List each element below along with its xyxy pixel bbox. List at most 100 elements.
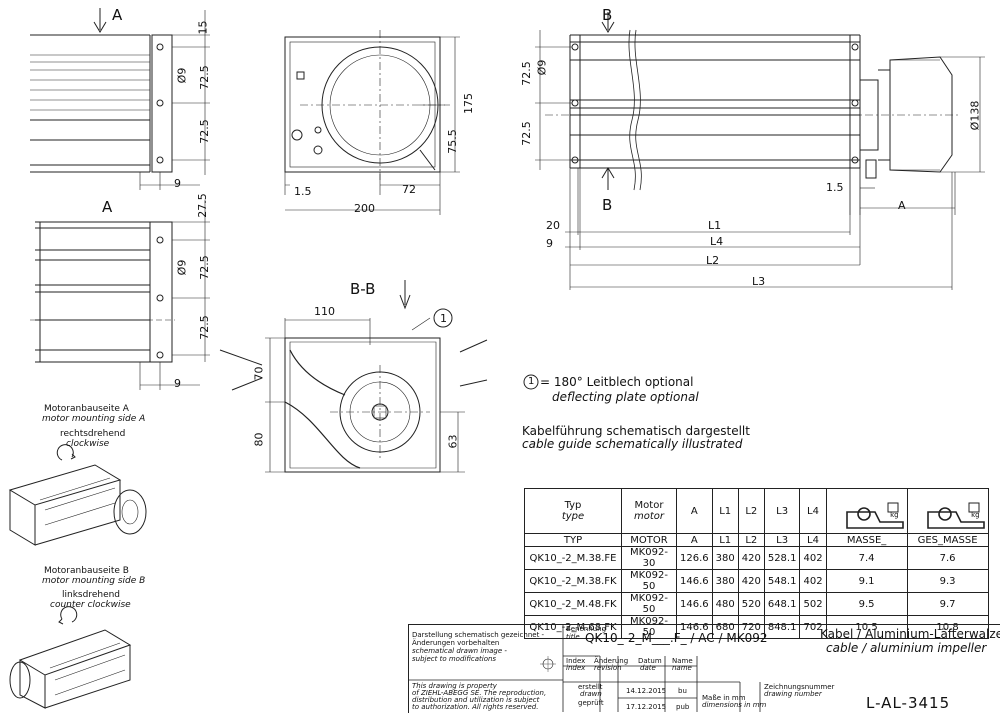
table-cell: 420 (737, 546, 765, 570)
dim-80: 80 (252, 432, 266, 447)
disclaimer-line-3: schematical drawn image - (412, 647, 507, 655)
dim-15: 15 (196, 20, 210, 35)
dim-755: 75.5 (445, 129, 459, 154)
table-cell: 720 (737, 615, 765, 639)
motor-side-a-rot-de: rechtsdrehend (60, 429, 126, 439)
table-cell: 9.3 (906, 569, 989, 593)
table-cell: 402 (799, 569, 827, 593)
table-sub-gesmasse: GES_MASSE (906, 533, 989, 547)
isometric-sketch-a (8, 444, 147, 546)
section-b-b (219, 280, 488, 473)
table-header-gesmasse-icon: kg (906, 488, 989, 534)
dim-l2: L2 (706, 254, 720, 267)
view-label-a-top: A (112, 6, 123, 24)
table-cell: 528.1 (763, 546, 801, 570)
index-label-en: index (566, 664, 586, 672)
dim-r-725-b: 72.5 (519, 121, 533, 146)
motor-side-b-rot-de: linksdrehend (62, 590, 121, 600)
table-sub-motor: MOTOR (621, 533, 677, 547)
aenderung-label-en: revision (594, 664, 622, 672)
dim-725-b: 72.5 (197, 119, 211, 144)
dim-l4: L4 (710, 235, 724, 248)
table-cell: 10.8 (906, 615, 989, 639)
table-cell: QK10_-2_M.68.FK (524, 615, 622, 639)
table-row: QK10_-2_M.38.FE MK092-30 126.6 380 420 5… (524, 546, 989, 570)
erstellt-label: erstellt (578, 683, 603, 691)
table-cell: 420 (737, 569, 765, 593)
dim-72: 72 (402, 183, 416, 196)
drawn-label: drawn (580, 690, 602, 698)
dim-l3: L3 (752, 275, 766, 288)
table-cell: 9.1 (825, 569, 908, 593)
disclaimer-line-1: Darstellung schematisch gezeichnet - (412, 631, 545, 639)
table-sub-l2: L2 (737, 533, 765, 547)
dim-dia9-a: Ø9 (175, 67, 189, 84)
title-en: cable / aluminium impeller (826, 641, 987, 655)
note-callout-num: 1 (528, 376, 535, 387)
table-cell: 502 (799, 592, 827, 616)
dim-725-a: 72.5 (197, 65, 211, 90)
view-a-side (30, 200, 210, 390)
name-drawn: bu (678, 687, 687, 695)
dim-r-9: 9 (546, 237, 553, 250)
geprueft-label: geprüft (578, 699, 604, 707)
callout-circle-1 (433, 308, 453, 328)
motor-side-a-de: Motoranbauseite A (44, 404, 129, 414)
property-line-2: of ZIEHL-ABEGG SE. The reproduction, (412, 689, 547, 697)
dim-110: 110 (314, 305, 335, 318)
front-view (284, 30, 460, 215)
table-header-l3: L3 (763, 488, 801, 534)
dim-9-a: 9 (174, 177, 181, 190)
name-label: Name (672, 657, 693, 665)
table-cell: QK10_-2_M.38.FK (524, 569, 622, 593)
table-cell: 9.5 (825, 592, 908, 616)
table-row: QK10_-2_M.38.FK MK092-50 146.6 380 420 5… (524, 569, 989, 593)
name-label-en: name (672, 664, 692, 672)
property-line-3: distribution and utilization is subject (412, 696, 540, 704)
dim-175: 175 (462, 93, 475, 114)
motor-side-a-en: motor mounting side A (42, 414, 146, 424)
date-drawn: 14.12.2015 (626, 687, 667, 695)
section-mark-top: B (602, 6, 613, 24)
table-cell: 146.6 (676, 569, 713, 593)
table-sub-l3: L3 (763, 533, 801, 547)
dim-275: 27.5 (195, 193, 209, 218)
dim-l1: L1 (708, 219, 722, 232)
title-block-lines (408, 624, 761, 712)
dim-r-20: 20 (546, 219, 560, 232)
table-cell: 7.6 (906, 546, 989, 570)
dim-r-dia9: Ø9 (535, 59, 549, 76)
section-mark-bottom: B (602, 196, 613, 214)
table-row: QK10_-2_M.48.FK MK092-50 146.6 480 520 6… (524, 592, 989, 616)
table-row: QK10_-2_M.68.FK MK092-50 146.6 680 720 8… (524, 615, 989, 639)
table-subheader-row: TYP MOTOR A L1 L2 L3 L4 MASSE_ GES_MASSE (524, 533, 989, 547)
table-cell: 146.6 (676, 592, 713, 616)
motor-side-a-rot-en: clockwise (66, 439, 110, 449)
table-cell: 380 (711, 546, 739, 570)
table-header-masse-icon: kg (825, 488, 908, 534)
view-a-top (30, 8, 210, 190)
property-line-1: This drawing is property (412, 682, 497, 690)
title-code: QK10_-2_M___.F_ / AC / MK092 (585, 631, 768, 645)
index-label: Index (566, 657, 586, 665)
property-line-4: to authorization. All rights reserved. (412, 703, 539, 711)
note-leitblech: = 180° Leitblech optional (540, 375, 694, 389)
table-header-l4: L4 (799, 488, 827, 534)
dim-200: 200 (354, 202, 375, 215)
table-sub-l1: L1 (711, 533, 739, 547)
disclaimer-line-4: subject to modifications (412, 655, 497, 663)
table-cell: 480 (711, 592, 739, 616)
table-cell: 648.1 (763, 592, 801, 616)
dim-63: 63 (446, 434, 460, 449)
table-cell: 402 (799, 546, 827, 570)
table-cell: QK10_-2_M.48.FK (524, 592, 622, 616)
benennung-label: Benennung (566, 625, 607, 633)
disclaimer-line-2: Änderungen vorbehalten (412, 639, 500, 647)
table-cell: MK092-30 (621, 546, 677, 570)
drawing-number-label: drawing number (764, 690, 822, 698)
table-sub-l4: L4 (799, 533, 827, 547)
